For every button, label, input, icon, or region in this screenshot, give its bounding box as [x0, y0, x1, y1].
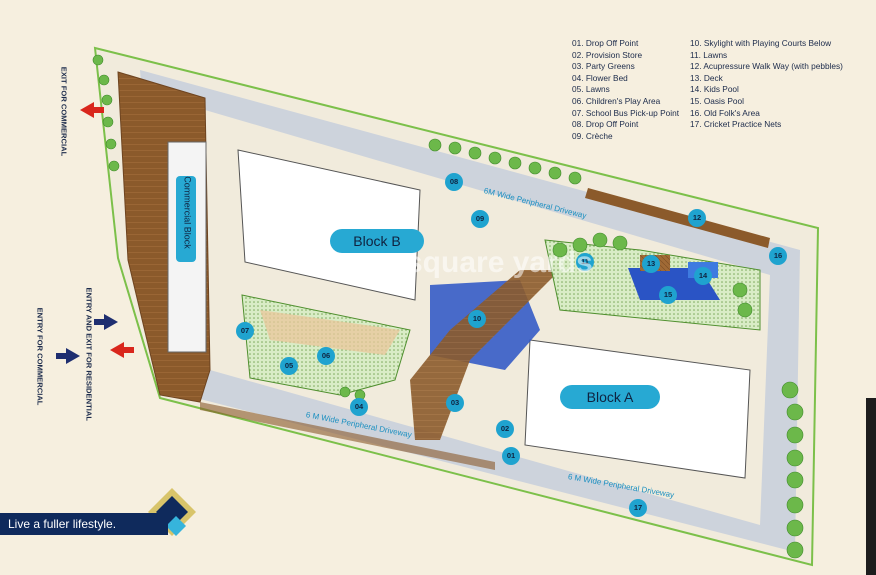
marker-11: 11 — [576, 253, 594, 271]
legend-left-column: 01. Drop Off Point 02. Provision Store 0… — [572, 38, 679, 142]
exit-commercial-text: EXIT FOR COMMERCIAL — [59, 66, 69, 157]
marker-09: 09 — [471, 210, 489, 228]
commercial-block-label: Commercial Block — [182, 176, 193, 249]
legend-item: 10. Skylight with Playing Courts Below — [690, 38, 832, 48]
tagline-banner: Live a fuller lifestyle. — [0, 513, 168, 535]
exit-arrow-commercial — [80, 102, 104, 118]
lower-walkway — [200, 402, 495, 470]
legend-item: 08. Drop Off Point — [572, 119, 639, 130]
marker-16: 16 — [769, 247, 787, 265]
watermark-text: square yards — [406, 246, 593, 279]
legend-right-column: 10. Skylight with Playing Courts Below 1… — [690, 38, 843, 131]
entry-arrow-residential — [94, 314, 134, 358]
legend-item: 01. Drop Off Point — [572, 38, 639, 48]
legend-item: 15. Oasis Pool — [690, 95, 744, 106]
entry-commercial-text: ENTRY FOR COMMERCIAL — [35, 307, 45, 406]
block-b-footprint — [237, 149, 421, 301]
legend-item: 07. School Bus Pick-up Point — [572, 107, 679, 118]
acupressure-walkway — [585, 188, 770, 248]
peripheral-road — [140, 70, 800, 552]
legend-item: 17. Cricket Practice Nets — [690, 119, 782, 130]
block-b-label: Block B — [330, 229, 424, 253]
legend-item: 12. Acupressure Walk Way (with pebbles) — [690, 61, 843, 72]
marker-01: 01 — [502, 447, 520, 465]
legend-item: 06. Children's Play Area — [572, 95, 661, 106]
legend-item: 05. Lawns — [572, 84, 610, 95]
block-a-footprint — [524, 339, 751, 479]
marker-06: 06 — [317, 347, 335, 365]
marker-17: 17 — [629, 499, 647, 517]
marker-05: 05 — [280, 357, 298, 375]
entry-arrow-commercial — [56, 348, 80, 364]
legend-item: 14. Kids Pool — [690, 84, 739, 95]
marker-13: 13 — [642, 255, 660, 273]
play-area — [260, 310, 400, 355]
legend-item: 02. Provision Store — [572, 49, 643, 60]
legend-item: 16. Old Folk's Area — [690, 107, 760, 118]
marker-02: 02 — [496, 420, 514, 438]
marker-07: 07 — [236, 322, 254, 340]
legend-item: 11. Lawns — [690, 49, 728, 60]
marker-03: 03 — [446, 394, 464, 412]
marker-14: 14 — [694, 267, 712, 285]
commercial-block-tab — [176, 176, 196, 262]
block-a-label: Block A — [560, 385, 660, 409]
tree-clusters — [92, 54, 804, 559]
legend-item: 03. Party Greens — [572, 61, 635, 72]
marker-08: 08 — [445, 173, 463, 191]
marker-04: 04 — [350, 398, 368, 416]
marker-10: 10 — [468, 310, 486, 328]
marker-12: 12 — [688, 209, 706, 227]
legend-item: 04. Flower Bed — [572, 72, 628, 83]
legend-item: 09. Crèche — [572, 130, 613, 141]
edge-bar — [866, 398, 876, 575]
entry-exit-residential-text: ENTRY AND EXIT FOR RESIDENTIAL — [84, 287, 94, 421]
marker-15: 15 — [659, 286, 677, 304]
legend-item: 13. Deck — [690, 72, 723, 83]
